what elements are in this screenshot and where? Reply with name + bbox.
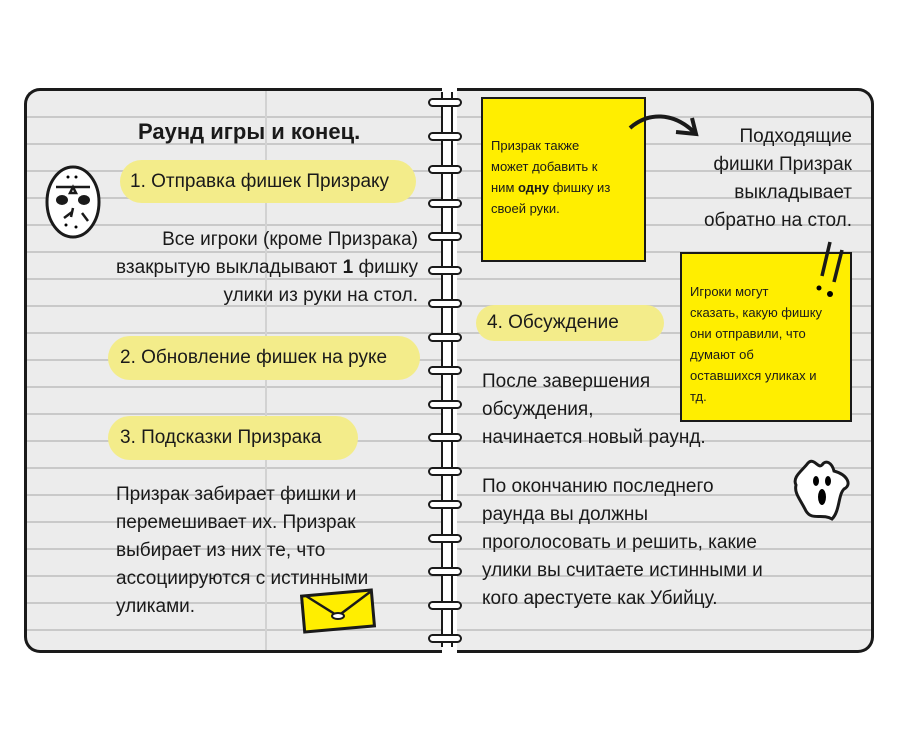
- text-line: взакрытую выкладывают 1 фишку: [116, 257, 418, 278]
- step3-heading: 3. Подсказки Призрака: [120, 427, 322, 448]
- text-line: они отправили, что: [690, 326, 806, 341]
- spiral-ring: [428, 399, 462, 409]
- spiral-ring: [428, 98, 462, 107]
- text-line: улики из руки на стол.: [223, 285, 419, 306]
- spiral-ring: [428, 165, 462, 174]
- text-line: обратно на стол.: [703, 210, 852, 231]
- spiral-ring: [428, 600, 462, 610]
- step1-highlight: [120, 160, 416, 203]
- step2-heading: 2. Обновление фишек на руке: [120, 347, 388, 368]
- text-line: своей руки.: [491, 201, 560, 216]
- final-text: По окончанию последнего раунда вы должны…: [482, 473, 763, 613]
- text-line: обсуждения,: [482, 399, 594, 420]
- spiral-ring: [428, 299, 462, 308]
- text-line: ассоциируются с истинными: [116, 568, 369, 589]
- step3-text: Призрак забирает фишки и перемешивает их…: [116, 481, 368, 621]
- text-line: выкладывает: [734, 182, 852, 203]
- sticky-note-discussion: Игроки могут сказать, какую фишку они от…: [680, 252, 852, 422]
- step1-text: Все игроки (кроме Призрака) взакрытую вы…: [116, 226, 418, 310]
- step2-highlight: [108, 336, 420, 380]
- step3-highlight: [108, 416, 358, 460]
- spiral-ring: [428, 332, 462, 342]
- text-line: раунда вы должны: [482, 504, 649, 525]
- exclamation-marks-icon: [816, 241, 844, 297]
- text-line: После завершения: [482, 371, 651, 392]
- text-line: оставшихся уликах и: [690, 368, 817, 383]
- text-line: сказать, какую фишку: [690, 305, 823, 320]
- text-line: Призрак также: [491, 138, 580, 153]
- spiral-ring: [428, 500, 462, 509]
- text-line: выбирает из них те, что: [116, 540, 326, 561]
- text-line: Все игроки (кроме Призрака): [162, 229, 418, 250]
- text-line: Игроки могут: [690, 284, 769, 299]
- text-line: фишки Призрак: [713, 154, 852, 175]
- arrow-icon: [628, 114, 699, 137]
- page-title: Раунд игры и конец.: [138, 119, 361, 144]
- hockey-mask-icon: [45, 165, 101, 239]
- text-line: ним одну фишку из: [491, 180, 611, 195]
- spiral-ring: [428, 131, 462, 141]
- step4-text: После завершения обсуждения, начинается …: [482, 368, 706, 452]
- spiral-ring: [428, 265, 462, 275]
- text-line: Подходящие: [739, 126, 852, 147]
- spiral-ring: [428, 533, 462, 543]
- envelope-icon: [300, 588, 377, 634]
- spiral-ring: [428, 634, 462, 643]
- returned-chips-text: Подходящие фишки Призрак выкладывает обр…: [704, 123, 852, 235]
- text-line: может добавить к: [491, 159, 598, 174]
- spiral-ring: [428, 466, 462, 476]
- step4-heading: 4. Обсуждение: [487, 312, 619, 333]
- ghost-scream-icon: [793, 459, 850, 521]
- spiral-ring: [428, 567, 462, 576]
- step4-highlight: [476, 305, 664, 341]
- text-line: думают об: [690, 347, 754, 362]
- step1-heading: 1. Отправка фишек Призраку: [130, 171, 390, 192]
- text-line: проголосовать и решить, какие: [482, 532, 757, 553]
- spiral-ring: [428, 433, 462, 442]
- spiral-ring: [428, 232, 462, 241]
- text-line: начинается новый раунд.: [482, 427, 706, 448]
- text-line: По окончанию последнего: [482, 476, 714, 497]
- spiral-ring: [428, 198, 462, 208]
- sticky-note-ghost-extra: Призрак также может добавить к ним одну …: [481, 97, 646, 262]
- spiral-ring: [428, 366, 462, 375]
- text-line: перемешивает их. Призрак: [116, 512, 356, 533]
- text-line: кого арестуете как Убийцу.: [482, 588, 718, 609]
- text-line: улики вы считаете истинными и: [482, 560, 763, 581]
- text-line: Призрак забирает фишки и: [116, 484, 357, 505]
- text-line: тд.: [690, 389, 707, 404]
- text-line: уликами.: [116, 596, 196, 617]
